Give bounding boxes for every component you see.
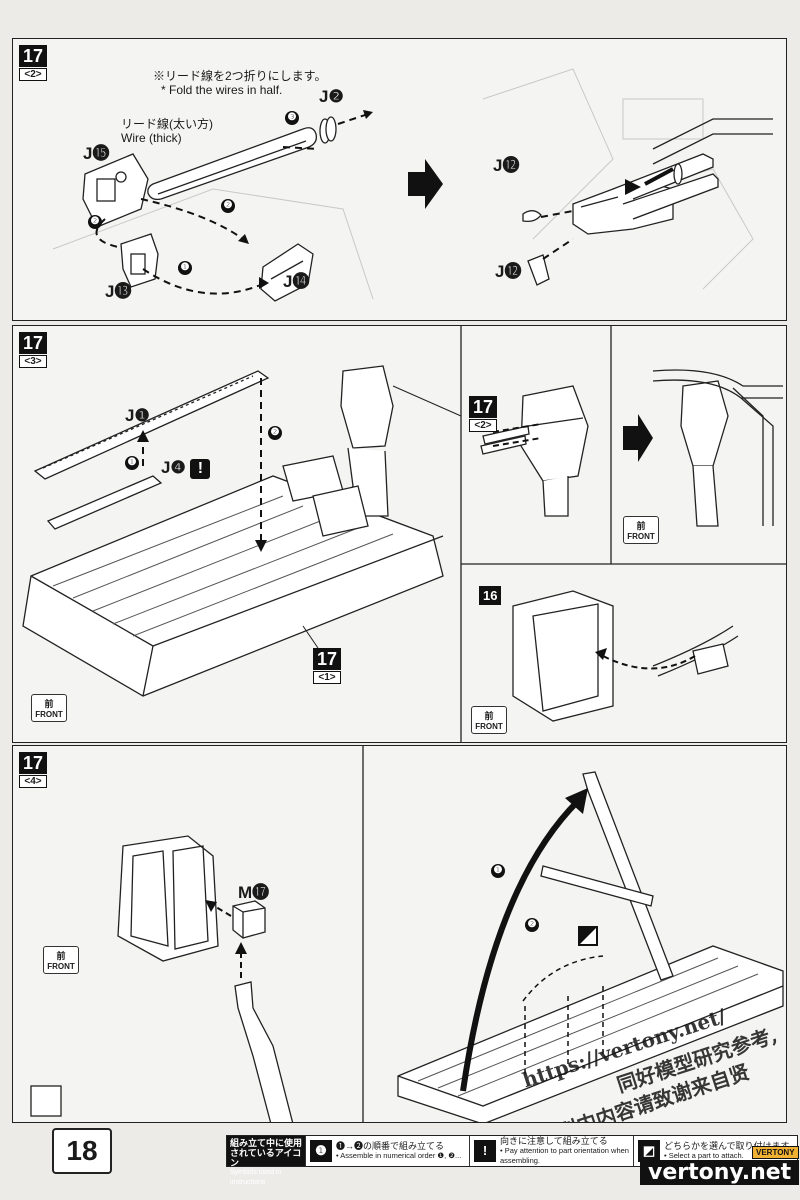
- sequence-marker-1: ❶: [125, 456, 139, 470]
- legend-item-sequence-jp: ❶→❷の順番で組み立てる: [336, 1141, 445, 1151]
- legend-title: 組み立て中に使用されているアイコン Symbols used in instru…: [227, 1136, 305, 1186]
- step-number: 17: [19, 45, 47, 67]
- part-j13-label: J⓭: [105, 282, 132, 301]
- wire-assembly-illustration: [52, 68, 773, 302]
- part-j2-label: J❷: [319, 87, 344, 106]
- legend-item-orientation-jp: 向きに注意して組み立てる: [500, 1136, 608, 1146]
- step-substep: <2>: [19, 68, 47, 81]
- legend-item-orientation: ! 向きに注意して組み立てる • Pay attention to part o…: [469, 1136, 633, 1166]
- display-base-illustration: [22, 326, 786, 742]
- page-number: 18: [52, 1128, 112, 1174]
- part-j12a-label: J⓬: [493, 156, 520, 175]
- sequence-marker-2a: ❷: [88, 215, 102, 229]
- front-indicator-figure-en: FRONT: [475, 722, 503, 731]
- wire-label-en: Wire (thick): [121, 131, 182, 145]
- sequence-marker-1: ❶: [178, 261, 192, 275]
- front-indicator-detail: 前 FRONT: [623, 516, 659, 544]
- front-indicator-figure: 前 FRONT: [471, 706, 507, 734]
- part-m17-label: M⓱: [238, 883, 270, 902]
- step-17-3-panel: 17 <3>: [12, 325, 787, 743]
- sequence-marker-1: ❶: [491, 864, 505, 878]
- ref-step-number: 17: [469, 396, 497, 418]
- front-indicator-detail-en: FRONT: [627, 532, 655, 541]
- part-16-label: 16: [479, 586, 502, 605]
- sequence-marker-2b: ❷: [221, 199, 235, 213]
- stand-arm-illustration: [30, 746, 784, 1122]
- front-indicator-en: FRONT: [47, 962, 75, 971]
- part-j14-label: J⓮: [283, 272, 310, 291]
- legend-title-jp: 組み立て中に使用されているアイコン: [230, 1138, 303, 1168]
- part-j12b-label: J⓬: [495, 262, 522, 281]
- legend-item-select-jp: どちらかを選んで取り付けます: [664, 1141, 790, 1151]
- legend-item-sequence: ❶ ❶→❷の順番で組み立てる • Assemble in numerical o…: [305, 1136, 469, 1166]
- base-step-number: 17: [313, 648, 341, 670]
- legend-title-en: Symbols used in instructions: [230, 1169, 282, 1186]
- step-badge: 17 <4>: [19, 752, 47, 788]
- step-badge: 17 <2>: [19, 45, 47, 81]
- front-indicator-figure-jp: 前: [484, 711, 494, 721]
- step-substep: <3>: [19, 355, 47, 368]
- front-indicator: 前 FRONT: [31, 694, 67, 722]
- brand-watermark: vertony.net: [640, 1160, 800, 1185]
- part-j15-label: J⓯: [83, 144, 110, 163]
- legend-item-orientation-en: • Pay attention to part orientation when…: [500, 1146, 629, 1165]
- front-indicator-en: FRONT: [35, 710, 63, 719]
- sequence-marker-3: ❸: [285, 111, 299, 125]
- base-step-badge: 17 <1>: [313, 648, 341, 684]
- front-indicator-jp: 前: [44, 699, 54, 709]
- brand-tag: VERTONY: [752, 1146, 799, 1159]
- front-indicator-detail-jp: 前: [636, 521, 646, 531]
- part-j4-label: J❹ !: [161, 458, 211, 479]
- select-icon: ◩: [638, 1140, 660, 1162]
- warning-icon: !: [474, 1140, 496, 1162]
- sequence-marker-2: ❷: [268, 426, 282, 440]
- legend-item-select-en: • Select a part to attach.: [664, 1151, 744, 1160]
- front-indicator: 前 FRONT: [43, 946, 79, 974]
- part-j4-text: J❹: [161, 458, 186, 477]
- fold-note-jp: ※リード線を2つ折りにします。: [153, 69, 327, 83]
- ref-step-substep: <2>: [469, 419, 497, 432]
- base-step-substep: <1>: [313, 671, 341, 684]
- step-badge: 17 <3>: [19, 332, 47, 368]
- step-17-4-panel: 17 <4>: [12, 745, 787, 1123]
- step-number: 17: [19, 752, 47, 774]
- front-indicator-jp: 前: [56, 951, 66, 961]
- legend-item-sequence-en: • Assemble in numerical order ❶, ❷...: [336, 1151, 462, 1160]
- wire-label-jp: リード線(太い方): [121, 117, 213, 131]
- sequence-icon: ❶: [310, 1140, 332, 1162]
- legend-item-select: ◩ どちらかを選んで取り付けます • Select a part to atta…: [633, 1136, 797, 1166]
- step-number: 17: [19, 332, 47, 354]
- ref-step-badge: 17 <2>: [469, 396, 497, 432]
- legend-item-orientation-text: 向きに注意して組み立てる • Pay attention to part ori…: [500, 1136, 629, 1166]
- step-substep: <4>: [19, 775, 47, 788]
- part-j1-label: J❶: [125, 406, 150, 425]
- legend-item-select-text: どちらかを選んで取り付けます • Select a part to attach…: [664, 1141, 790, 1161]
- legend-item-sequence-text: ❶→❷の順番で組み立てる • Assemble in numerical ord…: [336, 1141, 461, 1161]
- icon-legend: 組み立て中に使用されているアイコン Symbols used in instru…: [226, 1135, 798, 1186]
- sequence-marker-2: ❷: [525, 918, 539, 932]
- step-17-2-panel: 17 <2>: [12, 38, 787, 321]
- fold-note-en: * Fold the wires in half.: [161, 83, 283, 97]
- orientation-warning-icon: !: [190, 458, 211, 479]
